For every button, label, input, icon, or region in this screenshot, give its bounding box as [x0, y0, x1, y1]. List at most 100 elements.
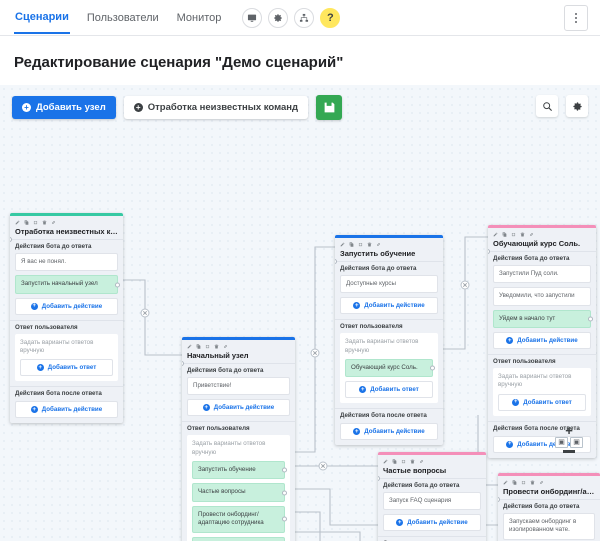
add-node-button[interactable]: + Добавить узел [12, 96, 116, 119]
add-action-button[interactable]: +Добавить действие [187, 399, 290, 417]
scenario-node[interactable]: Обучающий курс Соль.Действия бота до отв… [488, 225, 596, 458]
input-port[interactable] [10, 237, 12, 242]
bot-action-item[interactable]: Я вас не понял. [15, 253, 118, 272]
input-port[interactable] [378, 476, 380, 481]
bot-action-item[interactable]: Уйдем в начало тут [493, 309, 593, 329]
unknown-commands-button[interactable]: + Отработка неизвестных команд [123, 96, 309, 119]
delete-icon[interactable] [520, 232, 525, 237]
add-action-button[interactable]: +Добавить действие [493, 332, 591, 350]
copy-icon[interactable] [24, 220, 29, 225]
answer-option-item[interactable]: Провести онбординг/адаптацию сотрудника [192, 505, 287, 533]
link-icon[interactable] [539, 480, 544, 485]
input-port[interactable] [335, 259, 337, 264]
nav-tab-scenarios[interactable]: Сценарии [14, 1, 70, 34]
plus-icon: + [133, 103, 143, 112]
scenario-node[interactable]: Отработка неизвестных командДействия бот… [10, 213, 123, 424]
gear-icon[interactable] [268, 7, 289, 28]
delete-icon[interactable] [530, 480, 535, 485]
edit-icon[interactable] [15, 220, 20, 225]
input-port[interactable] [488, 249, 490, 254]
output-port[interactable] [282, 467, 287, 473]
output-port[interactable] [588, 316, 593, 322]
link-icon[interactable] [51, 220, 56, 225]
nav-tab-users[interactable]: Пользователи [86, 12, 159, 24]
before-actions-body: Доступные курсы +Добавить действие [335, 275, 443, 319]
scenario-canvas[interactable]: + Добавить узел + Отработка неизвестных … [0, 85, 600, 541]
link-icon[interactable] [419, 459, 424, 464]
nav-tab-monitor[interactable]: Монитор [176, 12, 222, 24]
bot-action-item[interactable]: Запустить начальный узел [15, 275, 120, 294]
add-action-button[interactable]: +Добавить действие [383, 514, 481, 532]
after-actions-body: +Добавить действие [10, 401, 123, 423]
search-icon[interactable] [536, 95, 558, 117]
node-header: Отработка неизвестных команд [10, 216, 123, 239]
section-label-before: Действия бота до ответа [335, 261, 443, 275]
bot-action-item[interactable]: Уведомили, что запустили [493, 287, 591, 306]
edit-icon[interactable] [503, 480, 508, 485]
overflow-menu-button[interactable] [564, 5, 588, 31]
gear-icon[interactable] [566, 95, 588, 117]
zoom-out-button[interactable] [563, 450, 575, 453]
answer-option-item[interactable]: Частые вопросы [192, 483, 287, 502]
bot-action-item[interactable]: Доступные курсы [340, 275, 438, 294]
duplicate-icon[interactable] [33, 220, 38, 225]
bot-action-item[interactable]: Запускаем онбординг в изолированном чате… [503, 513, 595, 540]
copy-icon[interactable] [392, 459, 397, 464]
copy-icon[interactable] [512, 480, 517, 485]
add-action-button-label: Добавить действие [213, 404, 275, 412]
delete-icon[interactable] [410, 459, 415, 464]
sitemap-icon[interactable] [294, 7, 315, 28]
output-port[interactable] [282, 516, 287, 522]
edit-icon[interactable] [383, 459, 388, 464]
delete-icon[interactable] [367, 242, 372, 247]
copy-icon[interactable] [502, 232, 507, 237]
edit-icon[interactable] [187, 344, 192, 349]
link-icon[interactable] [529, 232, 534, 237]
scenario-node[interactable]: Провести онбординг/адапта...Действия бот… [498, 473, 600, 541]
zoom-fit-button[interactable]: ▣ [555, 437, 568, 448]
help-icon[interactable]: ? [320, 7, 341, 28]
duplicate-icon[interactable] [358, 242, 363, 247]
duplicate-icon[interactable] [401, 459, 406, 464]
zoom-in-button[interactable]: + [565, 423, 573, 438]
after-actions-body: +Добавить действие [335, 423, 443, 445]
delete-icon[interactable] [42, 220, 47, 225]
answer-option-item[interactable]: Обучающий курс Соль. [345, 359, 435, 378]
duplicate-icon[interactable] [205, 344, 210, 349]
answer-option-item[interactable]: Помочь с оформлением трудоустройства [192, 536, 285, 541]
edit-icon[interactable] [493, 232, 498, 237]
add-action-button[interactable]: +Добавить действие [15, 401, 118, 419]
node-action-icons [493, 232, 591, 237]
zoom-reset-button[interactable]: ▣ [570, 437, 583, 448]
add-action-button[interactable]: +Добавить действие [340, 423, 438, 441]
monitor-icon[interactable] [242, 7, 263, 28]
output-port[interactable] [430, 365, 435, 371]
input-port[interactable] [182, 361, 184, 366]
output-port[interactable] [115, 282, 120, 288]
duplicate-icon[interactable] [521, 480, 526, 485]
add-answer-button[interactable]: +Добавить ответ [345, 381, 433, 399]
input-port[interactable] [498, 497, 500, 502]
add-answer-button[interactable]: +Добавить ответ [498, 393, 586, 411]
link-icon[interactable] [223, 344, 228, 349]
copy-icon[interactable] [349, 242, 354, 247]
save-button[interactable] [316, 95, 343, 120]
answer-option-item[interactable]: Запустить обучение [192, 461, 287, 480]
add-action-button[interactable]: +Добавить действие [15, 297, 118, 315]
add-answer-button[interactable]: +Добавить ответ [20, 359, 113, 377]
bot-action-item[interactable]: Запуск FAQ сценария [383, 492, 481, 511]
edit-icon[interactable] [340, 242, 345, 247]
bot-action-item[interactable]: Запустили Пуд соли. [493, 265, 591, 284]
bot-action-item[interactable]: Приветствие! [187, 377, 290, 396]
add-action-button[interactable]: +Добавить действие [340, 297, 438, 315]
copy-icon[interactable] [196, 344, 201, 349]
node-action-icons [340, 242, 438, 247]
output-port[interactable] [282, 490, 287, 496]
duplicate-icon[interactable] [511, 232, 516, 237]
add-answer-button-label: Добавить ответ [370, 386, 419, 394]
link-icon[interactable] [376, 242, 381, 247]
delete-icon[interactable] [214, 344, 219, 349]
